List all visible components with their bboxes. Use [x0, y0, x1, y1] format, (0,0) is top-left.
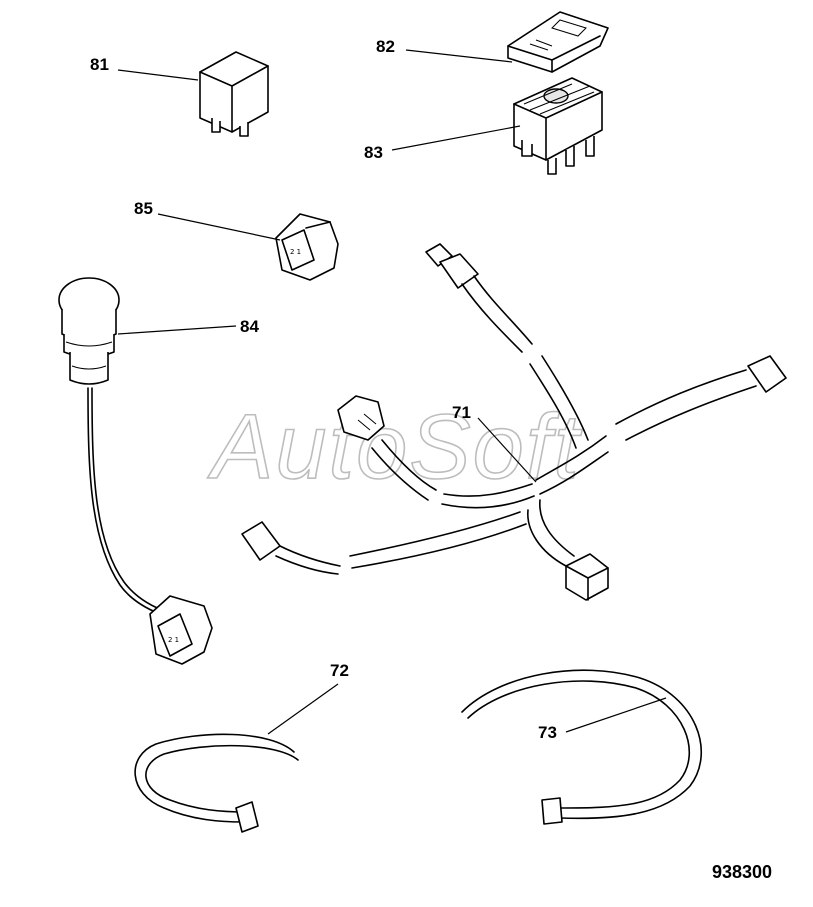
- label-84: 84: [240, 317, 259, 336]
- part-83-switch-body[interactable]: [513, 77, 603, 175]
- label-83: 83: [364, 143, 383, 162]
- part-71-wiring-harness[interactable]: [241, 243, 787, 601]
- svg-text:2 1: 2 1: [168, 636, 179, 644]
- leader-84: [117, 325, 237, 335]
- label-85: 85: [134, 199, 153, 218]
- leader-81: [117, 69, 199, 81]
- leader-82: [405, 49, 513, 63]
- svg-text:2 1: 2 1: [290, 248, 301, 256]
- watermark: AutoSoft: [207, 396, 582, 498]
- leader-85: [157, 213, 281, 241]
- leader-71: [477, 417, 537, 483]
- label-82: 82: [376, 37, 395, 56]
- document-number: 938300: [712, 862, 772, 882]
- label-71: 71: [452, 403, 471, 422]
- part-73-cable-tie-large[interactable]: [461, 669, 703, 825]
- part-84-push-button[interactable]: 2 1: [58, 277, 213, 665]
- part-82-switch-cap[interactable]: [507, 11, 609, 73]
- label-81: 81: [90, 55, 109, 74]
- part-81-relay[interactable]: [199, 51, 269, 137]
- label-72: 72: [330, 661, 349, 680]
- part-85-connector[interactable]: 2 1: [275, 213, 339, 281]
- leader-73: [565, 697, 667, 733]
- part-72-cable-tie-small[interactable]: [134, 733, 299, 833]
- label-73: 73: [538, 723, 557, 742]
- leader-72: [267, 683, 339, 735]
- leader-83: [391, 125, 521, 151]
